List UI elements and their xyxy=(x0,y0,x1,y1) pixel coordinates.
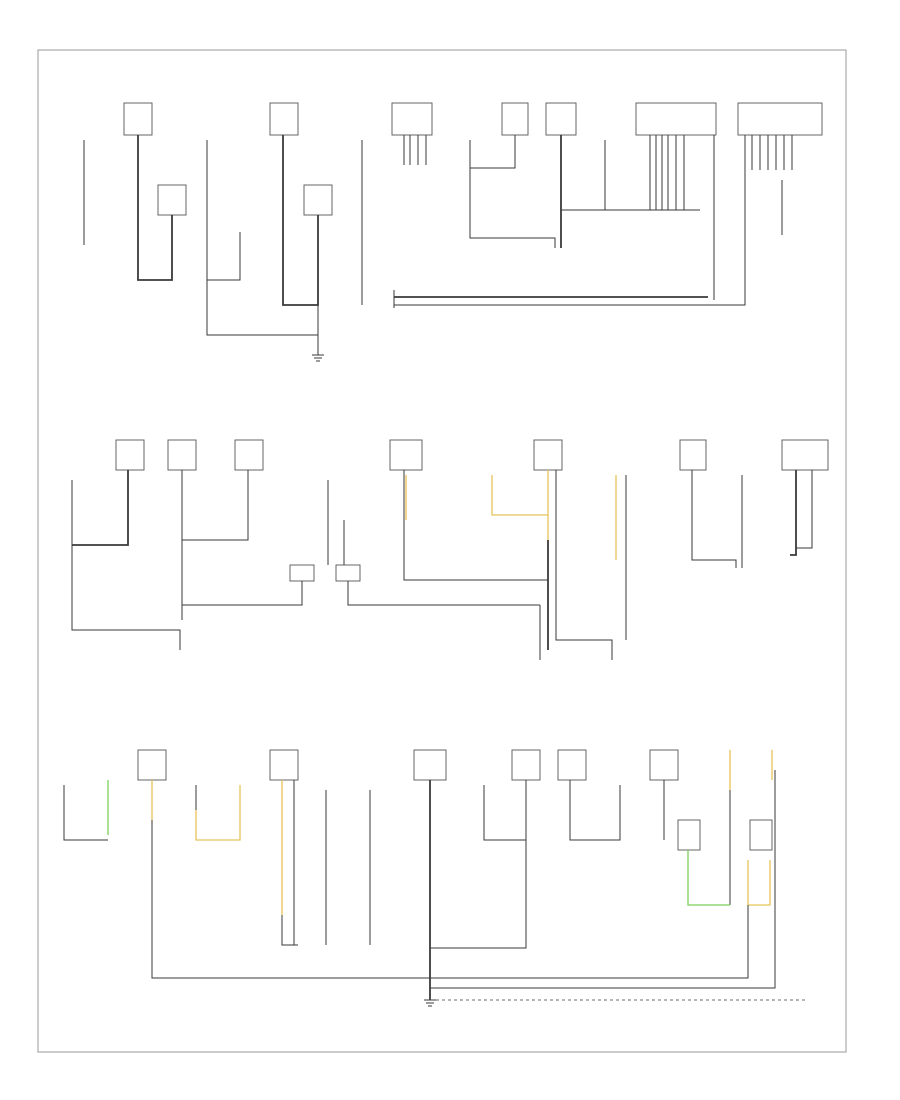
connector-box xyxy=(335,564,361,582)
connector-box xyxy=(501,102,529,136)
connector-box xyxy=(234,439,264,471)
wire xyxy=(483,785,526,841)
wire xyxy=(687,850,730,906)
connector-box xyxy=(115,439,145,471)
diagram-border xyxy=(37,49,847,1053)
section-top xyxy=(83,102,823,362)
connector-box xyxy=(649,749,679,781)
connector-box xyxy=(389,439,423,471)
wire xyxy=(71,480,181,650)
wire xyxy=(207,232,241,281)
ground-symbol xyxy=(424,999,436,1007)
connector-box xyxy=(545,102,577,136)
connector-box xyxy=(413,749,447,781)
wire xyxy=(469,140,556,248)
connector-box xyxy=(635,102,717,136)
connector-box xyxy=(289,564,315,582)
connector-box xyxy=(303,184,333,216)
ground-bus xyxy=(394,135,746,306)
connector-box xyxy=(269,102,299,136)
connector-box xyxy=(269,749,299,781)
wire xyxy=(347,581,540,606)
wire xyxy=(72,470,129,546)
wire xyxy=(195,785,240,841)
connector-box xyxy=(167,439,197,471)
wire xyxy=(569,780,621,841)
connector-box xyxy=(157,184,187,216)
connector-box xyxy=(137,749,167,781)
wire xyxy=(430,770,776,989)
connector-box xyxy=(123,102,153,136)
wire xyxy=(561,140,606,211)
section-middle xyxy=(71,439,829,660)
wire xyxy=(182,581,303,606)
wire xyxy=(796,470,813,549)
wire xyxy=(747,860,771,906)
wire xyxy=(281,915,298,946)
wire xyxy=(790,470,797,556)
wire xyxy=(691,470,737,568)
wire xyxy=(403,470,548,581)
connector-box xyxy=(737,102,823,136)
connector-box xyxy=(557,749,587,781)
wire xyxy=(430,905,749,979)
ground-symbol xyxy=(312,354,324,362)
connector-box xyxy=(679,439,707,471)
wire xyxy=(195,785,241,841)
wire xyxy=(137,135,173,281)
connector-box xyxy=(781,439,829,471)
wire xyxy=(555,470,613,660)
wire xyxy=(182,470,249,541)
connector-box xyxy=(749,819,773,851)
wire xyxy=(491,475,548,516)
section-bottom xyxy=(63,749,805,1007)
wire xyxy=(430,780,527,949)
wire xyxy=(470,135,516,169)
connector-box xyxy=(391,102,433,136)
wire xyxy=(206,140,318,336)
connector-box xyxy=(511,749,541,781)
connector-box xyxy=(677,819,701,851)
wire xyxy=(282,135,319,306)
wire xyxy=(151,820,430,979)
wire xyxy=(649,135,685,210)
connector-box xyxy=(533,439,563,471)
wire xyxy=(751,135,793,170)
wire xyxy=(63,785,108,841)
wire xyxy=(403,135,427,165)
